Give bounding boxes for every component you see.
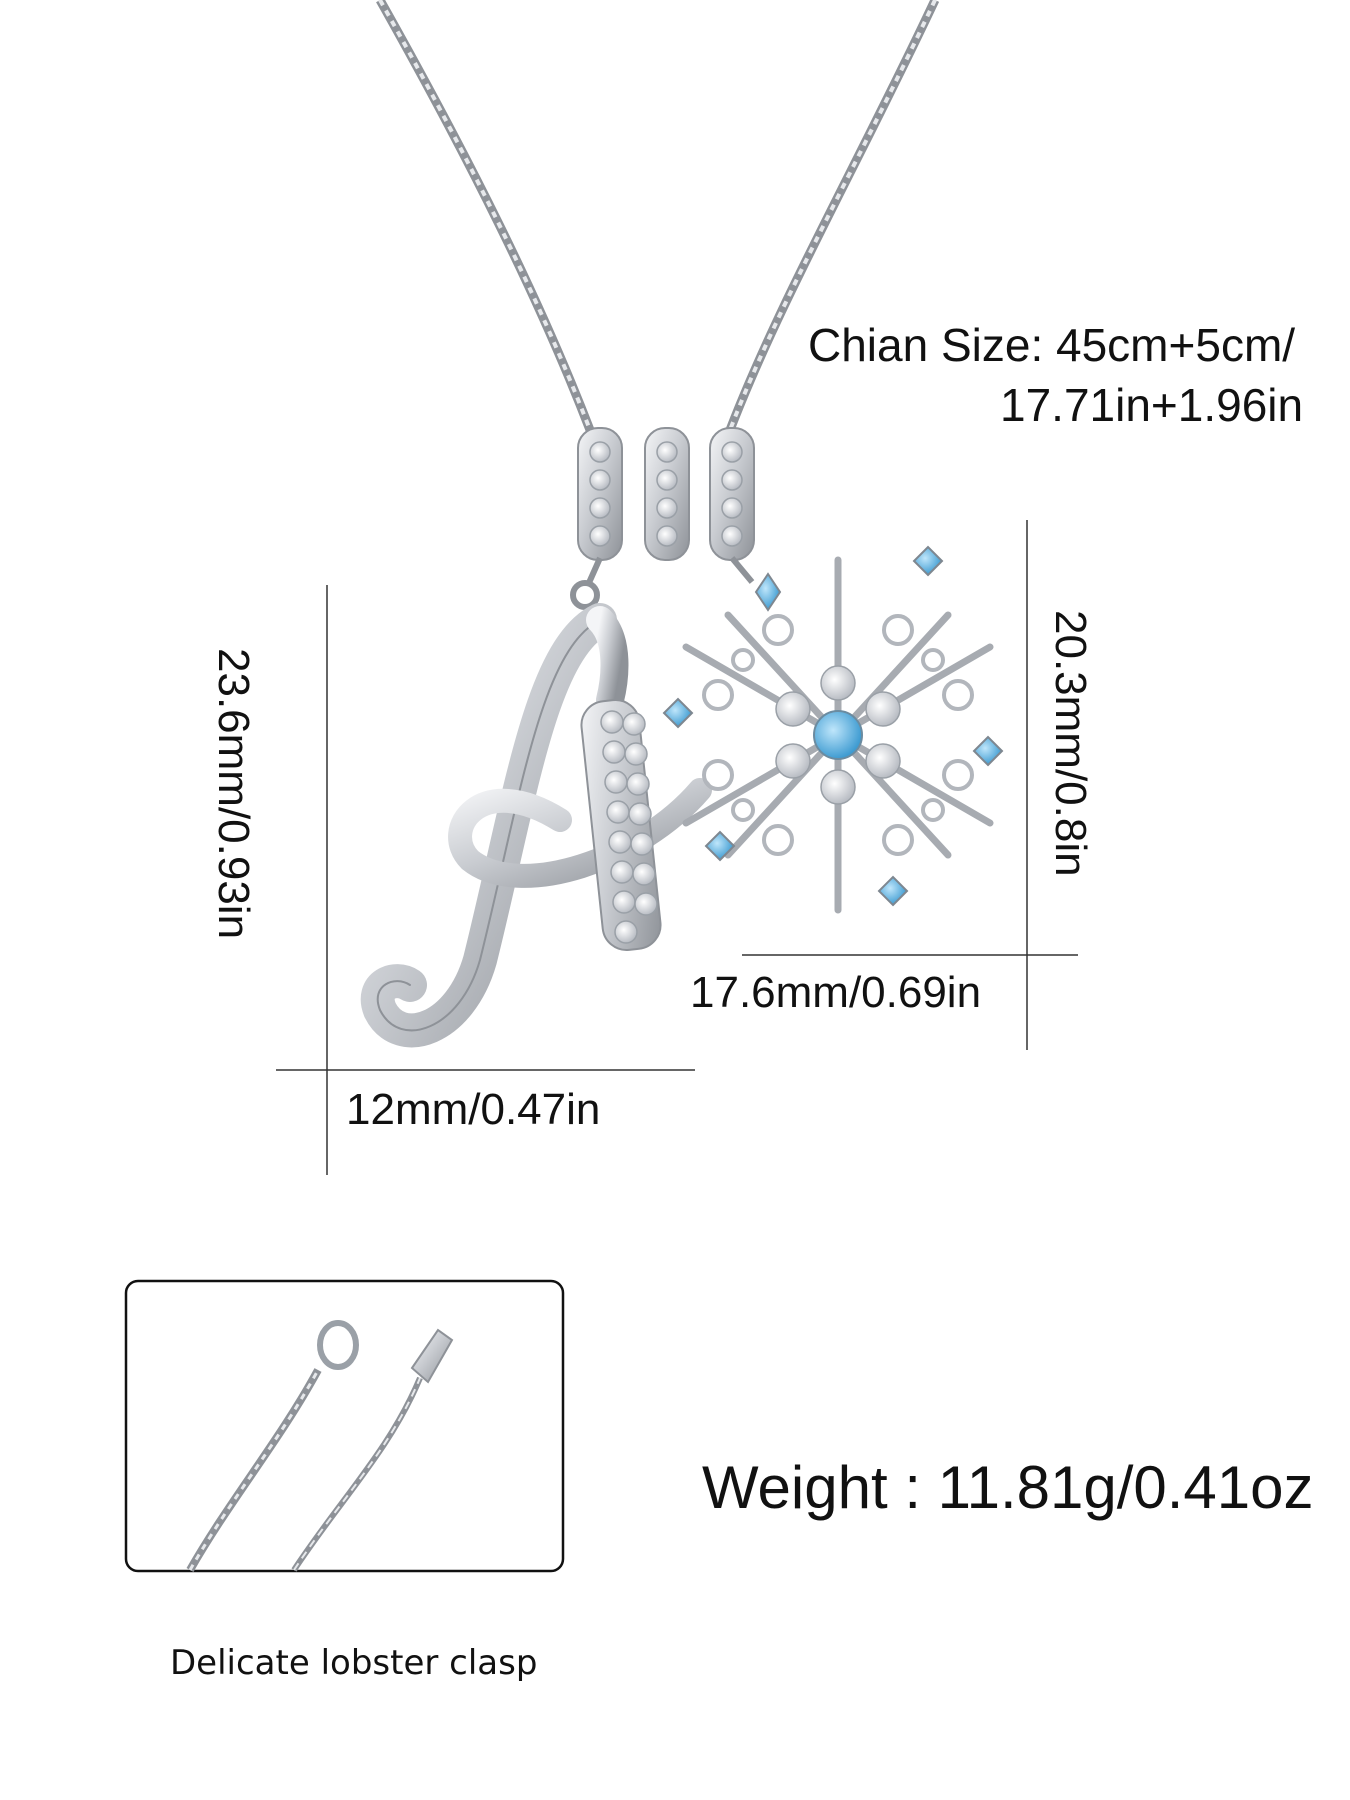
- clasp-caption: Delicate lobster clasp: [170, 1643, 538, 1683]
- letter-a-height-label: 23.6mm/0.93in: [209, 648, 258, 940]
- chain-size-line-2: 17.71in+1.96in: [1000, 379, 1304, 431]
- letter-a-pendant: [360, 580, 712, 1048]
- dimension-lines: [276, 520, 1078, 1175]
- bail-rings: [577, 427, 755, 587]
- weight-label: Weight : 11.81g/0.41oz: [702, 1454, 1314, 1521]
- clasp-inset: [124, 1279, 565, 1573]
- letter-a-width-label: 12mm/0.47in: [346, 1085, 601, 1134]
- snowflake-height-label: 20.3mm/0.8in: [1046, 610, 1095, 877]
- necklace-chain: [376, 0, 940, 432]
- chain-size-line-1: Chian Size: 45cm+5cm/: [808, 319, 1296, 371]
- snowflake-pendant: [662, 545, 1004, 914]
- snowflake-width-label: 17.6mm/0.69in: [690, 968, 982, 1017]
